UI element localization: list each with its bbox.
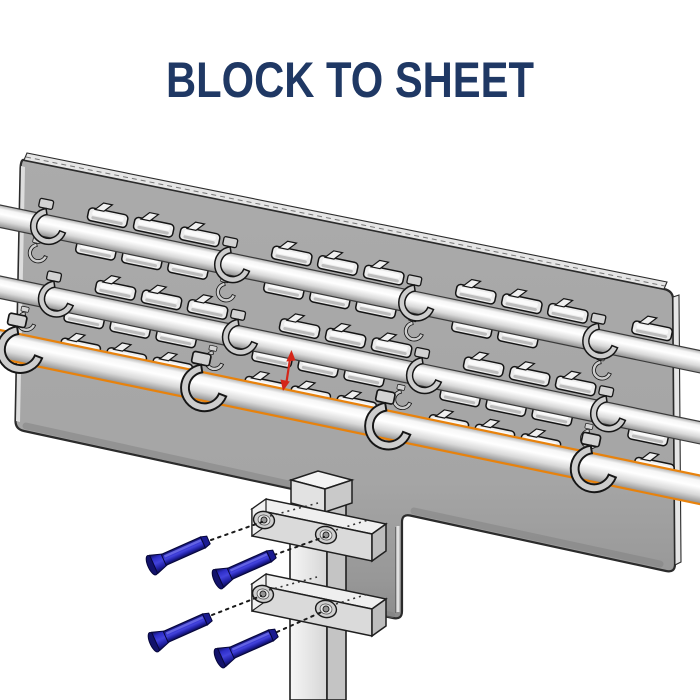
bolt-leader-line: [211, 595, 262, 616]
clamp-block-lower: [250, 572, 388, 638]
bolt-leader-line: [276, 610, 325, 633]
rod-1-body: [0, 198, 700, 382]
bolt-4: [211, 622, 282, 670]
clamp-block-upper: [250, 497, 388, 563]
rod-2: [0, 269, 700, 453]
sheet-top-edge-hatch: [25, 156, 666, 287]
sheet-bottom-shadow-right: [410, 507, 664, 568]
rod-3-highlighted: [0, 310, 700, 514]
rod-3-body: [0, 322, 700, 514]
mounting-post-assembly: [250, 470, 388, 700]
page-title: BLOCK TO SHEET: [166, 52, 534, 108]
rod-2-body: [0, 269, 700, 453]
bolt-3: [145, 606, 216, 654]
bolt-leader-line: [210, 521, 263, 541]
sheet-bottom-shadow-left: [22, 422, 302, 490]
bolt-1: [143, 529, 214, 577]
screw-axis-dotted-line: [269, 502, 319, 517]
rod-1: [0, 196, 700, 382]
direction-arrow-icon: [280, 350, 296, 391]
bolt-leader-line: [273, 536, 325, 556]
screw-axis-dotted-line: [268, 576, 318, 591]
bolt-leader-lines: [210, 521, 325, 633]
